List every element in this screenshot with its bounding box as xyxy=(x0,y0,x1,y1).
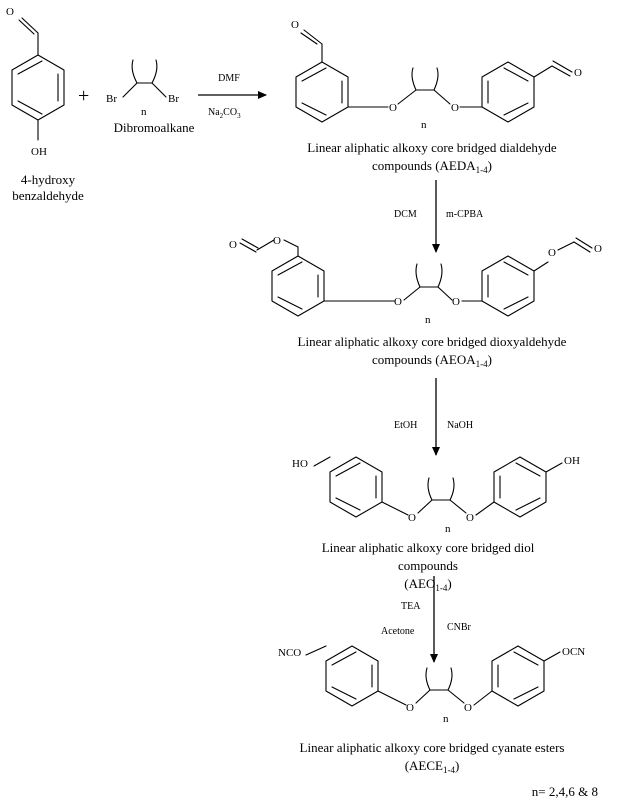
repeat-n: n xyxy=(141,106,147,118)
product3-ether-o-right: O xyxy=(466,512,474,524)
product3-name-line2: compounds xyxy=(398,558,458,573)
footnote-n-values: n= 2,4,6 & 8 xyxy=(532,784,598,799)
product4-name-line2: (AECE1-4) xyxy=(405,758,460,775)
step1-arrow: DMF Na2CO3 xyxy=(198,73,267,120)
step3-reagent-etoh: EtOH xyxy=(394,420,417,431)
reactant-hydroxybenzaldehyde: O OH 4-hydroxy benzaldehyde xyxy=(6,6,84,203)
step3-arrow: EtOH NaOH xyxy=(394,378,473,456)
product4-repeat-n: n xyxy=(443,713,449,725)
product2-ether-o-left: O xyxy=(394,296,402,308)
product4-atoms: NCO O O n OCN Linear aliphatic alkoxy co… xyxy=(278,646,585,775)
reactant1-name-line1: 4-hydroxy xyxy=(21,172,76,187)
product2-carbonyl-o-left: O xyxy=(229,239,237,251)
product4-name-line1: Linear aliphatic alkoxy core bridged cya… xyxy=(300,740,565,755)
step4-reagent-cnbr: CNBr xyxy=(447,622,472,633)
step1-reagent-dmf: DMF xyxy=(218,73,240,84)
step2-arrow: DCM m-CPBA xyxy=(394,180,484,253)
product4-cyanate-left: NCO xyxy=(278,647,301,659)
product1-repeat-n: n xyxy=(421,119,427,131)
step4-reagent-acetone: Acetone xyxy=(381,626,415,637)
reactant1-name-line2: benzaldehyde xyxy=(12,188,84,203)
bromine-left: Br xyxy=(106,93,117,105)
product1-aldehyde-o-left: O xyxy=(291,19,299,31)
benzene-ring xyxy=(11,17,65,141)
step1-reagent-sodium-carbonate: Na2CO3 xyxy=(208,107,241,120)
reactant-dibromoalkane: Br n Br Dibromoalkane xyxy=(106,59,195,135)
product3-ether-o-left: O xyxy=(408,512,416,524)
product1-name-line1: Linear aliphatic alkoxy core bridged dia… xyxy=(307,140,557,155)
product3-hydroxyl-left: HO xyxy=(292,458,308,470)
product4-cyanate-right: OCN xyxy=(562,646,585,658)
product1-ether-o-left: O xyxy=(389,102,397,114)
product3-name-line3: (AEO1-4) xyxy=(404,576,451,593)
product2-name-line2: compounds (AEOA1-4) xyxy=(372,352,492,369)
product2-structure xyxy=(239,237,593,317)
step2-reagent-dcm: DCM xyxy=(394,209,417,220)
reactant2-name: Dibromoalkane xyxy=(114,120,195,135)
step4-arrow: TEA Acetone CNBr xyxy=(381,576,472,663)
product2-ester-o-left: O xyxy=(273,235,281,247)
step2-reagent-mcpba: m-CPBA xyxy=(446,209,484,220)
product3-repeat-n: n xyxy=(445,523,451,535)
product3-name-line1: Linear aliphatic alkoxy core bridged dio… xyxy=(322,540,535,555)
product2-ether-o-right: O xyxy=(452,296,460,308)
product2-name-line1: Linear aliphatic alkoxy core bridged dio… xyxy=(298,334,567,349)
product1-atoms: O O O n O Linear aliphatic alkoxy core b… xyxy=(291,19,582,175)
product1-aldehyde-o-right: O xyxy=(574,67,582,79)
product4-structure xyxy=(305,645,561,707)
plus-sign: + xyxy=(78,85,89,107)
product4-ether-o-left: O xyxy=(406,702,414,714)
product2-ester-o-right: O xyxy=(548,247,556,259)
product2-atoms: O O O O n O O Linear aliphatic alkoxy co… xyxy=(229,235,602,369)
product1-name-line2: compounds (AEDA1-4) xyxy=(372,158,492,175)
product3-hydroxyl-right: OH xyxy=(564,455,580,467)
step3-reagent-naoh: NaOH xyxy=(447,420,473,431)
hydroxyl-label: OH xyxy=(31,146,47,158)
product3-structure xyxy=(313,456,563,518)
aldehyde-oxygen: O xyxy=(6,6,14,18)
product1-ether-o-right: O xyxy=(451,102,459,114)
product2-carbonyl-o-right: O xyxy=(594,243,602,255)
product4-ether-o-right: O xyxy=(464,702,472,714)
product3-atoms: HO O O n OH Linear aliphatic alkoxy core… xyxy=(292,455,580,593)
bromine-right: Br xyxy=(168,93,179,105)
alkyl-chain xyxy=(122,59,167,98)
product2-repeat-n: n xyxy=(425,314,431,326)
product1-structure xyxy=(295,29,573,123)
step4-reagent-tea: TEA xyxy=(401,601,421,612)
